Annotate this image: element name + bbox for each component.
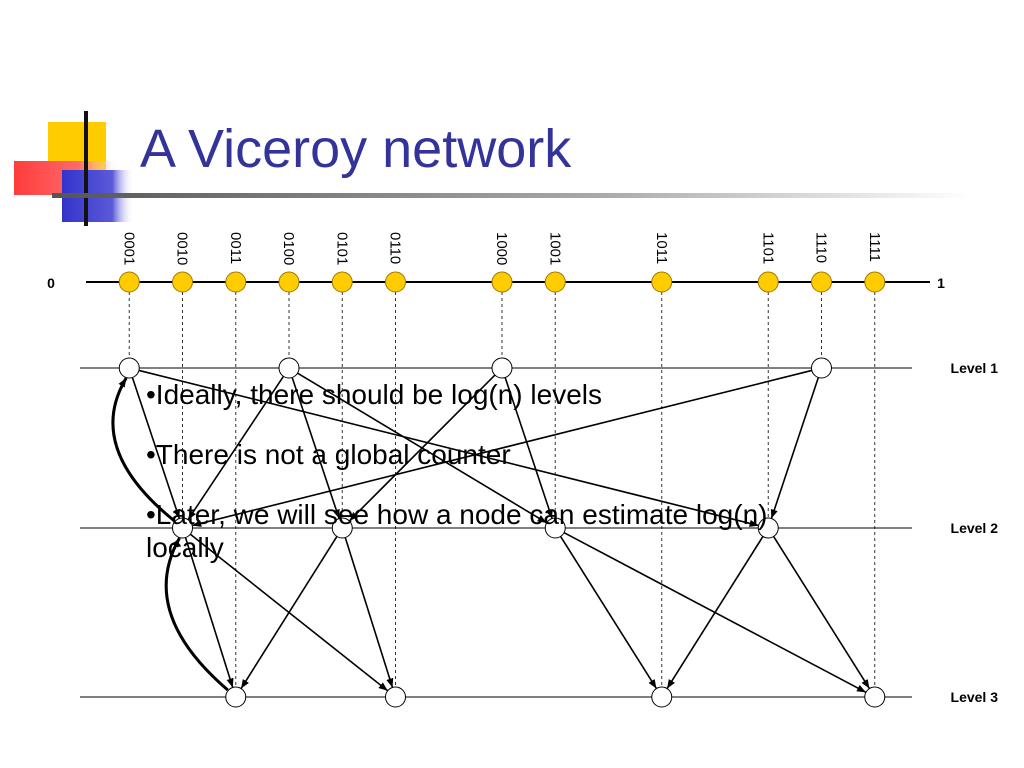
ring-node-id-label: 1000 [493, 232, 510, 265]
network-edge [138, 369, 759, 527]
level-node [544, 517, 566, 539]
ring-start-label: 0 [47, 275, 55, 291]
level-node [651, 686, 673, 708]
ring-node [491, 271, 513, 293]
network-edge [504, 377, 553, 519]
network-edge [291, 377, 340, 519]
ring-node [278, 271, 300, 293]
network-edge [131, 377, 181, 519]
network-edge [770, 377, 820, 519]
bullet-item: •Later, we will see how a node can estim… [146, 499, 768, 563]
ring-node [331, 271, 353, 293]
level-node [385, 686, 406, 708]
ring-node-id-label: 0110 [387, 232, 404, 264]
ring-node-id-label: 1101 [759, 232, 776, 264]
ring-node-id-label: 1110 [813, 232, 830, 263]
level-node [278, 357, 300, 379]
dashed-guides [128, 292, 876, 687]
ring-node [864, 271, 886, 293]
network-edge [184, 537, 234, 688]
bullet-item: •There is not a global counter [146, 439, 511, 470]
level-nodes [118, 357, 886, 708]
ring-node-id-label: 0010 [174, 232, 191, 265]
level-node [118, 357, 140, 379]
logo-vertical-line [84, 111, 88, 226]
network-edge [187, 375, 285, 521]
ring-node [225, 271, 247, 293]
ring-node [811, 271, 832, 293]
level-node [225, 686, 247, 708]
ring-node [118, 271, 140, 293]
network-edge [348, 374, 496, 522]
network-edge-curved [164, 537, 229, 692]
ring-nodes [118, 271, 886, 293]
slide-title: A Viceroy network [140, 119, 572, 179]
ring-node-id-label: 0100 [280, 232, 297, 265]
level-node [757, 517, 779, 539]
ring-node-id-label: 1001 [546, 232, 563, 265]
ring-node [757, 271, 779, 293]
ring-node [385, 271, 406, 293]
network-edge-curved [111, 377, 176, 523]
title-underline [52, 193, 972, 198]
ring-end-label: 1 [937, 275, 945, 291]
bullet-list: •Ideally, there should be log(n) levels … [146, 378, 836, 591]
ring-node [172, 271, 193, 293]
network-edge [192, 369, 812, 527]
bullet-item: •Ideally, there should be log(n) levels [146, 379, 602, 410]
network-edge [666, 536, 764, 689]
ring-node-id-label: 1011 [653, 232, 670, 264]
slide-logo-decoration [14, 111, 972, 226]
ring-node [651, 271, 673, 293]
level-node [172, 517, 193, 539]
ring-node [544, 271, 566, 293]
level-label: Level 1 [951, 360, 999, 376]
level-label: Level 2 [951, 520, 999, 536]
level-node [491, 357, 513, 379]
ring-node-id-label: 0101 [333, 232, 350, 265]
network-edge [559, 536, 658, 689]
ring-node-id-label: 0011 [227, 232, 244, 264]
level-node [811, 357, 832, 379]
network-edge [772, 536, 871, 689]
level-label: Level 3 [951, 689, 999, 705]
ring-node-id-label: 0001 [120, 232, 137, 265]
level-node [331, 517, 353, 539]
level-node [864, 686, 886, 708]
network-edge [240, 536, 338, 689]
ring-node-id-label: 1111 [866, 232, 883, 262]
network-edges [111, 369, 871, 694]
network-edge [344, 537, 394, 688]
